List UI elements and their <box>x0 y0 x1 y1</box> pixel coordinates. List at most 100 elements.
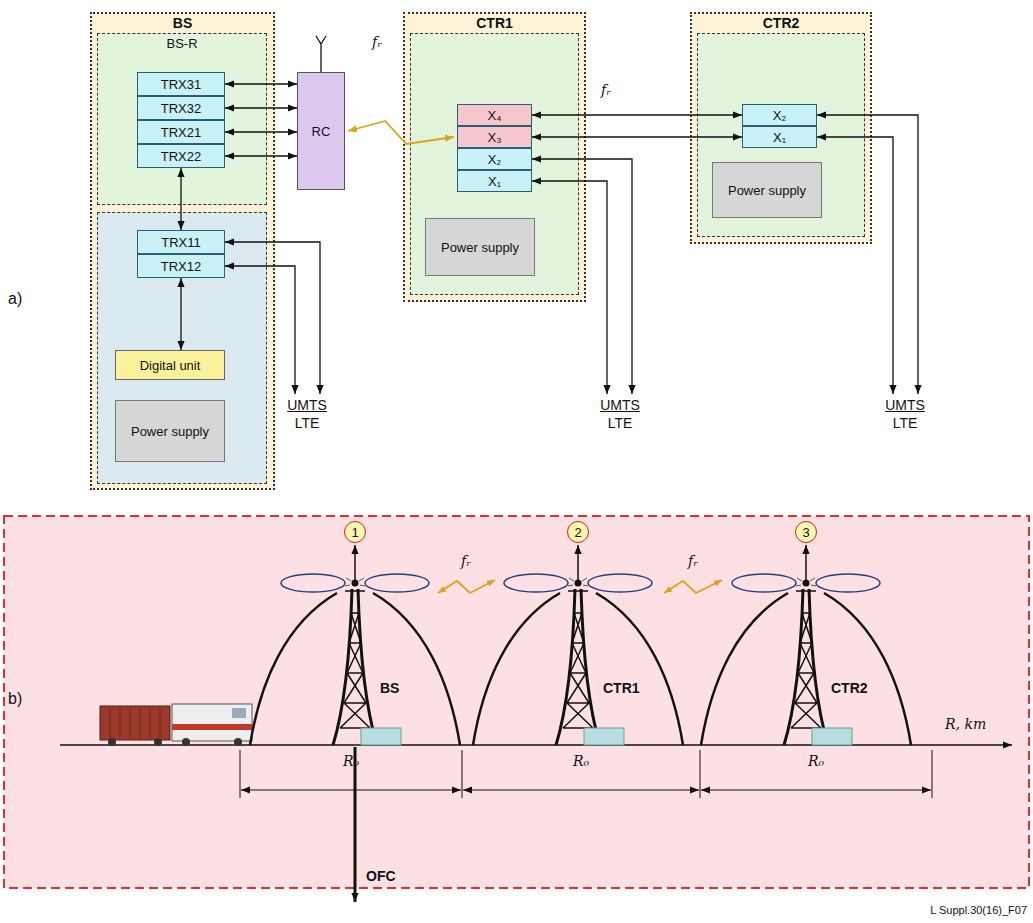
text-holder: X₂ <box>773 108 787 123</box>
text-holder: TRX21 <box>161 125 201 140</box>
node-text: X₂ <box>488 152 502 167</box>
diagram-label: BS <box>380 680 399 696</box>
node-text: Digital unit <box>140 358 201 373</box>
diagram-label: R₀ <box>573 753 589 769</box>
transceiver-box: TRX22 <box>137 144 225 168</box>
diagram-label: R, km <box>945 716 986 732</box>
node-text: X₃ <box>488 130 502 145</box>
node-text: X₁ <box>773 130 786 145</box>
text-holder: 1 <box>351 525 358 540</box>
text-holder: Digital unit <box>140 358 201 373</box>
text-holder: Power supply <box>131 424 209 439</box>
transceiver-box: TRX12 <box>137 254 225 278</box>
node-text: X₄ <box>488 108 502 123</box>
air-interface-wire <box>817 137 893 394</box>
air-interface-wire <box>225 266 295 394</box>
diagram-label: R₀ <box>808 753 824 769</box>
text-holder: X₁ <box>773 130 786 145</box>
radio-panel: BS-R TRX31TRX32TRX21TRX22 <box>97 33 267 205</box>
diagram-label: L Suppl.30(16)_F07 <box>930 904 1027 916</box>
text-holder: TRX11 <box>161 235 201 250</box>
node-text: 1 <box>351 525 358 540</box>
signal-connector <box>532 114 742 115</box>
node-text: TRX11 <box>161 235 201 250</box>
transceiver-box: X₂ <box>742 104 817 126</box>
node-text: TRX21 <box>161 125 201 140</box>
signal-connector <box>225 131 297 132</box>
node-text: TRX32 <box>161 101 201 116</box>
text-holder: BS-R <box>98 34 266 51</box>
text-holder: X₂ <box>488 152 502 167</box>
diagram-label: UMTS <box>287 397 327 413</box>
diagram-label: LTE <box>893 415 918 431</box>
transceiver-box: TRX21 <box>137 120 225 144</box>
diagram-label: R₀ <box>343 753 359 769</box>
diagram-label: CTR1 <box>603 680 640 696</box>
diagram-label: fᵣ <box>461 553 471 569</box>
transceiver-box: TRX11 <box>137 230 225 254</box>
node-text: 3 <box>802 525 809 540</box>
diagram-label: UMTS <box>885 397 925 413</box>
signal-connector <box>225 155 297 156</box>
diagram-label: fᵣ <box>372 34 382 50</box>
node-text: Power supply <box>728 183 806 198</box>
text-holder: BS <box>92 14 273 31</box>
callout-number: 3 <box>795 521 817 543</box>
text-holder: TRX12 <box>161 259 201 274</box>
text-holder: CTR2 <box>692 14 870 31</box>
power-supply-box: Power supply <box>425 218 535 276</box>
signal-connector <box>532 136 742 137</box>
diagram-label: fᵣ <box>688 553 698 569</box>
node-text: TRX22 <box>161 149 201 164</box>
transceiver-box: X₂ <box>457 148 532 170</box>
repeater-box: CTR2X₂ X₁ Power supply <box>690 12 872 244</box>
node-text: Power supply <box>441 240 519 255</box>
repeater-box: CTR1X₄ X₃ X₂ X₁ Power supply <box>403 12 586 302</box>
power-supply-box: Power supply <box>712 162 822 218</box>
node-text: CTR1 <box>405 15 584 31</box>
text-holder: 2 <box>574 525 581 540</box>
node-text: BS-R <box>98 36 266 51</box>
node-text: BS <box>92 15 273 31</box>
node-text: RC <box>312 124 331 139</box>
diagram-label: OFC <box>366 868 396 884</box>
callout-number: 2 <box>567 521 589 543</box>
digital-unit-box: Digital unit <box>115 350 225 380</box>
transceiver-box: X₃ <box>457 126 532 148</box>
diagram-label: b) <box>8 690 22 708</box>
power-supply-box: Power supply <box>115 400 225 462</box>
air-interface-wire <box>225 242 320 394</box>
diagram-label: CTR2 <box>831 680 868 696</box>
air-interface-wire <box>532 159 632 394</box>
node-text: TRX12 <box>161 259 201 274</box>
text-holder: Power supply <box>441 240 519 255</box>
node-text: TRX31 <box>161 77 201 92</box>
antenna-symbol <box>316 36 326 72</box>
text-holder: TRX32 <box>161 101 201 116</box>
diagram-label: UMTS <box>600 397 640 413</box>
radio-combiner-box: RC <box>297 72 345 190</box>
signal-connector <box>180 278 181 350</box>
node-text: X₂ <box>773 108 787 123</box>
signal-connector <box>225 107 297 108</box>
text-holder: X₃ <box>488 130 502 145</box>
transceiver-box: TRX31 <box>137 72 225 96</box>
air-interface-wire <box>817 115 918 394</box>
text-holder: 3 <box>802 525 809 540</box>
node-text: X₁ <box>488 174 501 189</box>
diagram-label: LTE <box>608 415 633 431</box>
text-holder: Power supply <box>728 183 806 198</box>
signal-connector <box>225 83 297 84</box>
node-text: Power supply <box>131 424 209 439</box>
transceiver-box: X₄ <box>457 104 532 126</box>
text-holder: TRX31 <box>161 77 201 92</box>
text-holder: X₄ <box>488 108 502 123</box>
text-holder: X₁ <box>488 174 501 189</box>
transceiver-box: TRX32 <box>137 96 225 120</box>
air-interface-wire <box>532 181 607 394</box>
radio-link <box>348 121 454 144</box>
node-text: 2 <box>574 525 581 540</box>
diagram-label: fᵣ <box>601 82 611 98</box>
text-holder: RC <box>312 124 331 139</box>
